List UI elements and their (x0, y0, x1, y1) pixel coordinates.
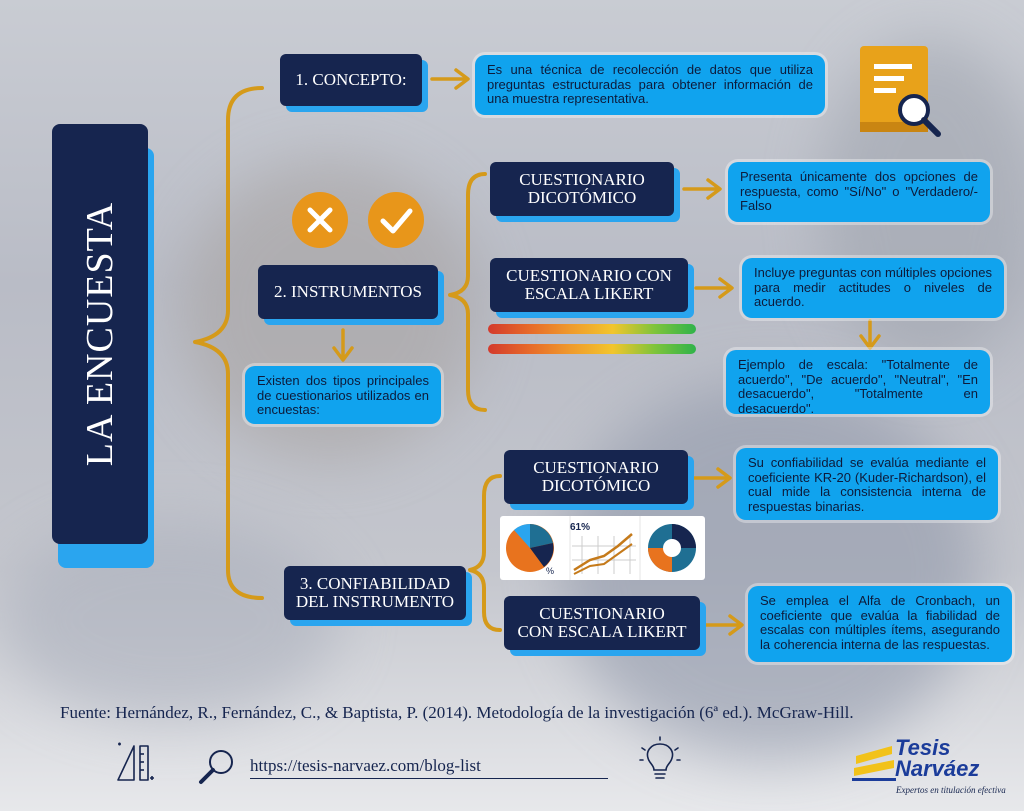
confiabilidad-line2: DEL INSTRUMENTO (295, 592, 455, 611)
logo-wordmark: Tesis Narváez (895, 735, 980, 781)
arrow-concepto (430, 68, 470, 90)
pie-chart-icon: % (506, 523, 554, 576)
confiabilidad-label-box: 3. CONFIABILIDAD DEL INSTRUMENTO (284, 566, 466, 620)
confiabilidad-dicotomico-box: CUESTIONARIO DICOTÓMICO (504, 450, 688, 504)
instrumentos-likert-text: Incluye preguntas con múltiples opciones… (754, 265, 992, 310)
logo-line2: Narváez (895, 755, 980, 781)
instrumentos-dicotomico-box: CUESTIONARIO DICOTÓMICO (490, 162, 674, 216)
background-blur (0, 520, 340, 720)
line-chart-icon: 61% (570, 522, 636, 575)
document-search-icon (860, 46, 941, 137)
instrumentos-note-text: Existen dos tipos principales de cuestio… (257, 373, 429, 418)
pie-percent-sign: % (546, 566, 554, 576)
lightbulb-icon (639, 736, 681, 779)
confiabilidad-dicotomico-text: Su confiabilidad se evalúa mediante el c… (748, 455, 986, 514)
confiabilidad-line1: 3. CONFIABILIDAD (299, 574, 451, 594)
arrow-kr20 (692, 467, 732, 489)
confiabilidad-dicotomico-line2: DICOTÓMICO (541, 476, 651, 495)
confiabilidad-likert-line1: CUESTIONARIO (539, 604, 665, 624)
confiabilidad-dicotomico-line1: CUESTIONARIO (533, 458, 659, 478)
instrumentos-dicotomico-line2: DICOTÓMICO (527, 188, 637, 207)
instrumentos-label: 2. INSTRUMENTOS (274, 282, 422, 302)
instrumentos-likert-example: Ejemplo de escala: "Totalmente de acuerd… (726, 350, 990, 416)
title-panel: LA ENCUESTA (52, 124, 148, 544)
confiabilidad-likert-text: Se emplea el Alfa de Cronbach, un coefic… (760, 593, 1000, 652)
source-citation: Fuente: Hernández, R., Fernández, C., & … (60, 703, 854, 722)
likert-bar (488, 344, 696, 354)
instrumentos-label-box: 2. INSTRUMENTOS (258, 265, 438, 319)
arrow-dicotomico (682, 178, 722, 200)
confiabilidad-dicotomico-definition: Su confiabilidad se evalúa mediante el c… (736, 448, 998, 520)
chart-illustrations: % 61% (500, 516, 705, 580)
arrow-cronbach (704, 614, 744, 636)
confiabilidad-likert-line2: CON ESCALA LIKERT (517, 622, 687, 641)
blog-link[interactable]: https://tesis-narvaez.com/blog-list (250, 756, 481, 775)
check-icon (368, 192, 424, 248)
magnifier-icon[interactable] (196, 746, 238, 788)
page-title: LA ENCUESTA (79, 201, 121, 467)
arrow-likert (694, 277, 734, 299)
main-bracket (193, 86, 264, 600)
confiabilidad-likert-box: CUESTIONARIO CON ESCALA LIKERT (504, 596, 700, 650)
arrow-likert-example (859, 319, 881, 350)
instrumentos-dicotomico-line1: CUESTIONARIO (519, 170, 645, 190)
concepto-label-box: 1. CONCEPTO: (280, 54, 422, 106)
x-icon (292, 192, 348, 248)
line-chart-percent: 61% (570, 522, 590, 533)
likert-bar (488, 324, 696, 334)
instrumentos-likert-definition: Incluye preguntas con múltiples opciones… (742, 258, 1004, 318)
instrumentos-likert-line1: CUESTIONARIO CON (506, 266, 672, 286)
ruler-pencil-icon (117, 742, 154, 781)
tesis-narvaez-logo-mark (852, 746, 896, 781)
link-underline (250, 778, 608, 779)
instrumentos-note: Existen dos tipos principales de cuestio… (245, 366, 441, 424)
instrumentos-dicotomico-text: Presenta únicamente dos opciones de resp… (740, 169, 978, 214)
arrow-instrumentos-note (332, 328, 354, 362)
concepto-definition: Es una técnica de recolección de datos q… (475, 55, 825, 115)
confiabilidad-bracket (468, 474, 502, 632)
concepto-text: Es una técnica de recolección de datos q… (487, 62, 813, 107)
likert-scale-bars (488, 324, 696, 354)
concepto-label: 1. CONCEPTO: (295, 70, 407, 90)
instrumentos-bracket (448, 172, 487, 412)
logo-tagline: Expertos en titulación efectiva (896, 785, 1006, 795)
confiabilidad-likert-definition: Se emplea el Alfa de Cronbach, un coefic… (748, 586, 1012, 662)
instrumentos-likert-box: CUESTIONARIO CON ESCALA LIKERT (490, 258, 688, 312)
instrumentos-dicotomico-definition: Presenta únicamente dos opciones de resp… (728, 162, 990, 222)
instrumentos-likert-example-text: Ejemplo de escala: "Totalmente de acuerd… (738, 357, 978, 416)
instrumentos-likert-line2: ESCALA LIKERT (524, 284, 654, 303)
logo-line1: Tesis (895, 735, 951, 760)
donut-chart-icon (648, 524, 696, 572)
